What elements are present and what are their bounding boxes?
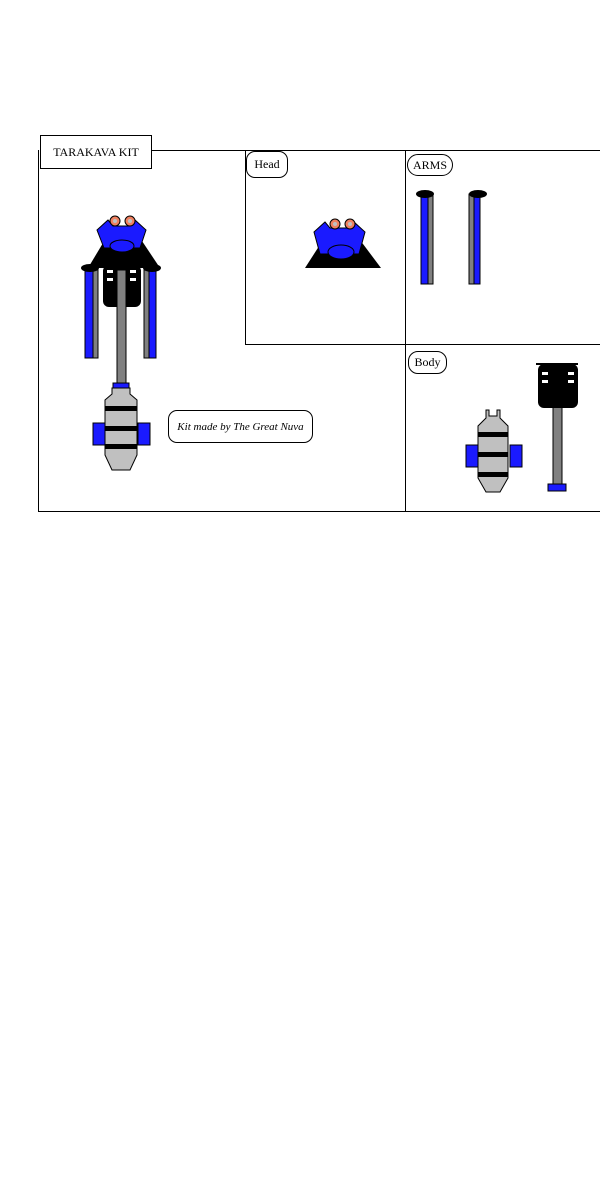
- credit-note: Kit made by The Great Nuva: [168, 410, 313, 443]
- assembled-right-arm: [143, 264, 161, 359]
- head-panel-bottom: [245, 344, 405, 345]
- head-panel-left: [245, 150, 246, 345]
- body-section-label: Body: [408, 351, 447, 374]
- assembled-left-arm: [81, 264, 99, 359]
- arms-panel-left: [405, 150, 406, 512]
- kit-title: TARAKAVA KIT: [40, 135, 152, 169]
- arms-section-label: ARMS: [407, 154, 453, 176]
- assembled-spine-rod: [116, 269, 127, 386]
- arms-panel-bottom: [405, 344, 600, 345]
- assembled-torso: [92, 387, 151, 471]
- frame-top-right: [245, 150, 600, 151]
- head-part: [305, 218, 381, 268]
- body-spine-part: [536, 363, 578, 492]
- assembled-tarakava-figure: [81, 215, 161, 471]
- frame-left: [38, 150, 39, 512]
- frame-bottom: [38, 511, 600, 512]
- assembled-head: [88, 215, 160, 268]
- arm-part-right: [468, 190, 487, 285]
- head-section-label: Head: [246, 151, 288, 178]
- body-torso-part: [465, 409, 523, 493]
- arm-part-left: [416, 190, 434, 285]
